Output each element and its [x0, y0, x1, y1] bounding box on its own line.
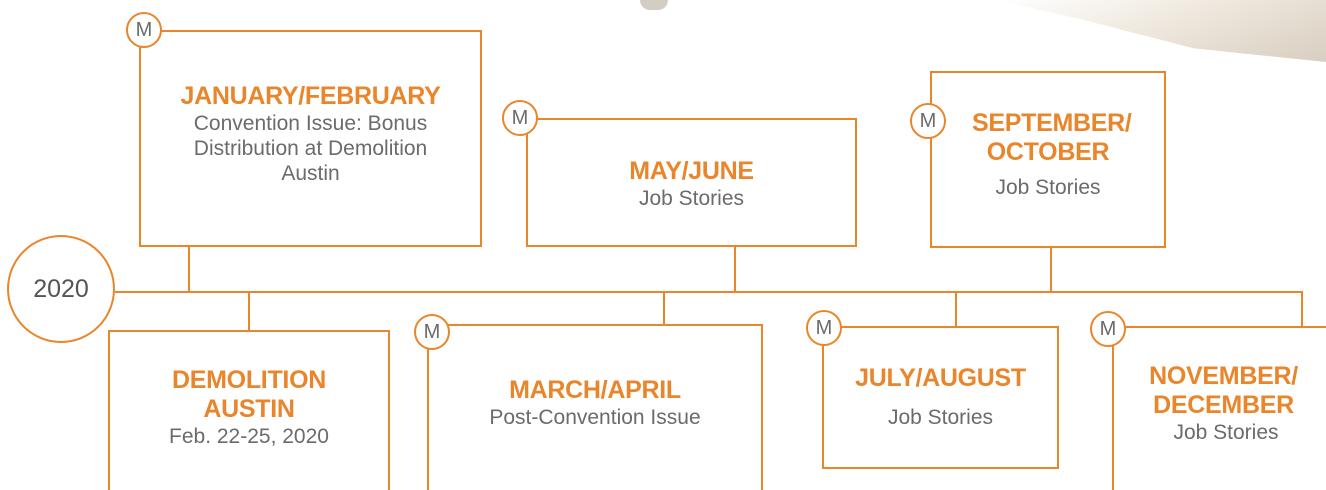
event-box-demolition-austin: DEMOLITION AUSTIN Feb. 22-25, 2020 — [108, 330, 390, 490]
event-box-may-jun: MAY/JUNE Job Stories — [526, 118, 857, 247]
m-badge-icon: M — [806, 310, 842, 346]
event-title: MAY/JUNE — [629, 157, 754, 185]
event-description: Job Stories — [995, 176, 1101, 199]
event-title: NOVEMBER/ DECEMBER — [1149, 362, 1298, 419]
event-box-jan-feb: JANUARY/FEBRUARY Convention Issue: Bonus… — [139, 30, 482, 247]
timeline-axis — [115, 291, 1303, 293]
event-description: Job Stories — [638, 187, 745, 210]
year-circle: 2020 — [7, 235, 115, 343]
event-title: MARCH/APRIL — [509, 376, 681, 404]
m-badge-icon: M — [126, 12, 162, 48]
event-box-jul-aug: JULY/AUGUST Job Stories — [822, 326, 1059, 469]
decorative-rock-image — [996, 0, 1326, 62]
event-title: JANUARY/FEBRUARY — [180, 82, 441, 110]
event-description: Job Stories — [1173, 421, 1279, 444]
event-description: Post-Convention Issue — [489, 406, 701, 429]
connector-nov-dec — [1301, 291, 1303, 327]
connector-may-jun — [734, 245, 736, 292]
connector-jan-feb — [188, 245, 190, 292]
event-description: Feb. 22-25, 2020 — [169, 425, 329, 448]
connector-mar-apr — [663, 291, 665, 325]
connector-demolition-austin — [248, 291, 250, 332]
event-title: DEMOLITION AUSTIN — [172, 366, 326, 423]
event-description: Job Stories — [887, 406, 994, 429]
event-box-nov-dec: NOVEMBER/ DECEMBER Job Stories — [1112, 326, 1326, 490]
event-box-sep-oct: SEPTEMBER/ OCTOBER Job Stories — [930, 71, 1166, 248]
m-badge-icon: M — [1090, 311, 1126, 347]
m-badge-icon: M — [414, 314, 450, 350]
m-badge-icon: M — [502, 100, 538, 136]
event-description: Convention Issue: Bonus Distribution at … — [193, 112, 428, 185]
event-title: JULY/AUGUST — [855, 364, 1026, 392]
m-badge-icon: M — [910, 103, 946, 139]
connector-sep-oct — [1050, 246, 1052, 292]
connector-jul-aug — [955, 291, 957, 327]
event-title: SEPTEMBER/ OCTOBER — [972, 109, 1132, 166]
event-box-mar-apr: MARCH/APRIL Post-Convention Issue — [427, 324, 763, 490]
decorative-speck — [640, 0, 668, 10]
